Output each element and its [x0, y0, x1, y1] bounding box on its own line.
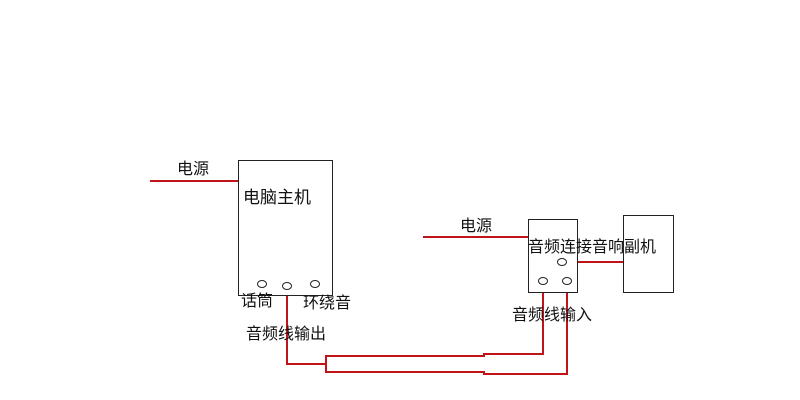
speaker-input-port-right: [562, 277, 572, 285]
computer-audio-out-port: [282, 282, 292, 290]
speaker-link-label: 音频连接音响副机: [528, 237, 657, 256]
speaker-link-port: [557, 258, 567, 266]
audio-cable-1: [286, 282, 544, 365]
sub-speaker-box: [623, 215, 674, 293]
audio-cable-2: [325, 282, 568, 375]
audio-input-label: 音频线输入: [512, 305, 593, 324]
audio-output-label: 音频线输出: [246, 324, 327, 343]
mic-port-label: 话筒: [241, 291, 274, 310]
surround-port-label: 环绕音: [303, 293, 352, 312]
computer-power-label: 电源: [177, 159, 210, 178]
computer-host-label: 电脑主机: [243, 188, 311, 208]
computer-mic-port: [257, 280, 267, 288]
speaker-power-label: 电源: [460, 216, 493, 235]
speaker-input-port-left: [538, 277, 548, 285]
computer-surround-port: [310, 280, 320, 288]
computer-host-box: [238, 160, 333, 296]
